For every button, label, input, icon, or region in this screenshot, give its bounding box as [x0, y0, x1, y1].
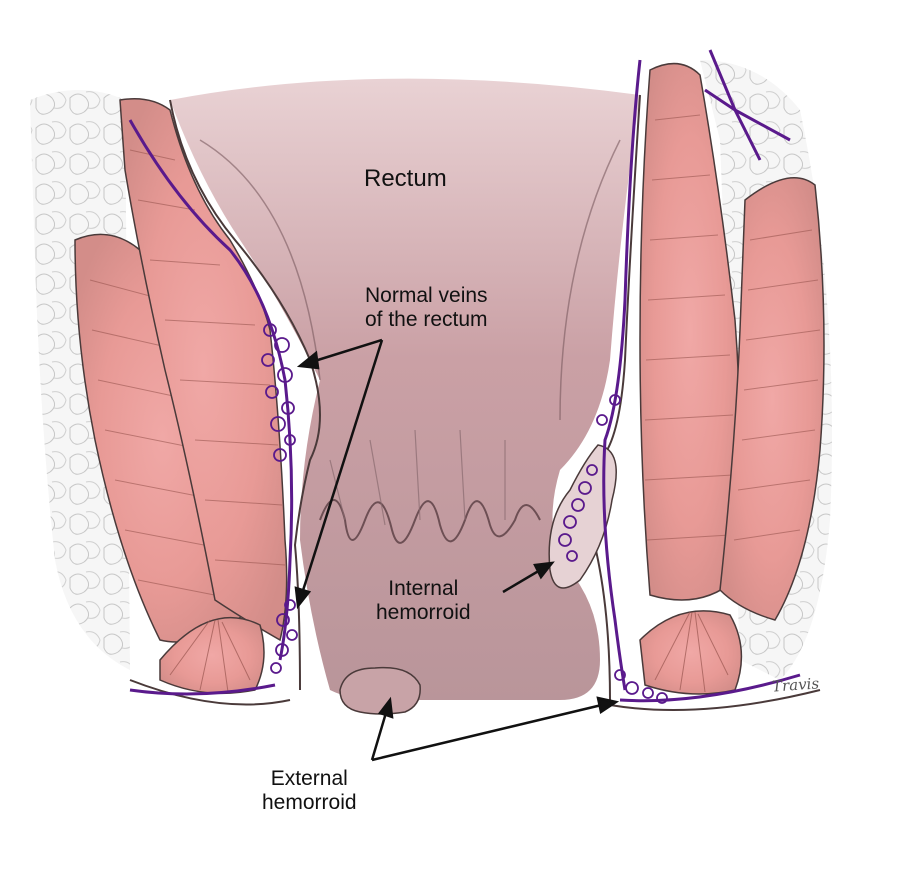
right-outer-muscle — [719, 177, 825, 621]
label-internal-hemorroid-line-2: hemorroid — [376, 600, 471, 624]
vein-plexus-external — [614, 669, 668, 704]
label-external-hemorroid-line-2: hemorroid — [262, 790, 357, 814]
artist-signature: Travis — [771, 674, 820, 696]
label-internal-hemorroid-line-1: Internal — [388, 577, 459, 600]
vein-plexus-internal — [558, 394, 621, 562]
internal-hemorroid-fold — [548, 444, 617, 589]
left-sphincter — [159, 617, 265, 695]
rectal-veins — [128, 49, 801, 703]
label-normal-veins-line-2: of the rectum — [365, 307, 488, 331]
label-external-hemorroid-line-1: External — [270, 767, 348, 790]
label-normal-veins-line-1: Normal veins — [365, 284, 488, 307]
label-rectum-text: Rectum — [364, 165, 447, 192]
right-sphincter — [639, 610, 743, 695]
label-rectum: Rectum — [364, 165, 447, 193]
rectum-lumen — [170, 78, 640, 702]
left-inner-muscle — [119, 98, 288, 642]
vein-plexus-upper-left — [261, 323, 296, 462]
label-normal-veins: Normal veins of the rectum — [365, 284, 488, 331]
external-hemorroid-bulge — [339, 666, 421, 715]
pointer-arrows — [294, 338, 620, 762]
label-internal-hemorroid: Internal hemorroid — [376, 577, 471, 624]
label-external-hemorroid: External hemorroid — [262, 767, 357, 814]
vein-plexus-lower-left — [270, 599, 298, 674]
